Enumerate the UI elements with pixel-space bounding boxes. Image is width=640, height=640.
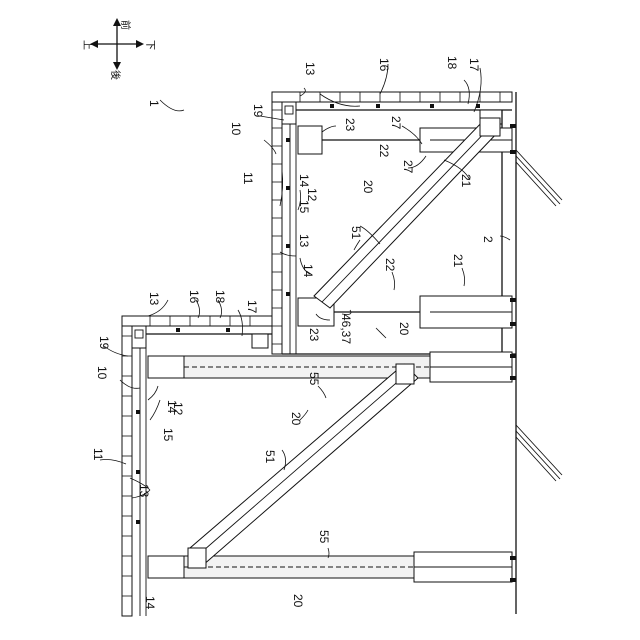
label-27-b: 27 bbox=[401, 160, 415, 174]
label-17-lower: 17 bbox=[245, 300, 259, 314]
label-55-upper: 55 bbox=[307, 372, 321, 386]
label-19-lower: 19 bbox=[97, 336, 111, 350]
label-20-a: 20 bbox=[361, 180, 375, 194]
label-13-d: 13 bbox=[137, 484, 151, 498]
label-16-lower: 16 bbox=[187, 290, 201, 304]
label-14-d: 14 bbox=[143, 596, 157, 610]
label-20-d: 20 bbox=[291, 594, 305, 608]
label-18-lower: 18 bbox=[213, 290, 227, 304]
label-23-a: 23 bbox=[343, 118, 357, 132]
compass-down: 下 bbox=[144, 40, 155, 50]
label-15-upper: 15 bbox=[297, 200, 311, 214]
label-22-b: 22 bbox=[383, 258, 397, 272]
label-13-b: 13 bbox=[297, 234, 311, 248]
label-18-upper: 18 bbox=[445, 56, 459, 70]
label-21-b: 21 bbox=[451, 254, 465, 268]
label-51-lower: 51 bbox=[263, 450, 277, 464]
label-27-a: 27 bbox=[389, 116, 403, 130]
upper-posts bbox=[298, 118, 512, 328]
label-22-a: 22 bbox=[377, 144, 391, 158]
label-1: 1 bbox=[147, 100, 161, 107]
label-51-upper: 51 bbox=[349, 226, 363, 240]
label-16-upper: 16 bbox=[377, 58, 391, 72]
ground-slopes bbox=[516, 150, 562, 481]
label-20-c: 20 bbox=[289, 412, 303, 426]
compass-up: 上 bbox=[81, 40, 93, 50]
compass-back: 後 bbox=[109, 70, 122, 80]
label-11-upper: 11 bbox=[241, 172, 255, 185]
label-14-c: 14 bbox=[165, 400, 179, 414]
label-23-b: 23 bbox=[307, 328, 321, 342]
label-2: 2 bbox=[481, 236, 495, 243]
label-55-lower: 55 bbox=[317, 530, 331, 544]
label-15-lower: 15 bbox=[161, 428, 175, 442]
lower-posts bbox=[148, 352, 512, 582]
label-14-a: 14 bbox=[297, 174, 311, 188]
label-20-b: 20 bbox=[397, 322, 411, 336]
orientation-compass: 前 後 上 下 bbox=[81, 18, 155, 80]
label-21-a: 21 bbox=[459, 174, 473, 188]
compass-front: 前 bbox=[119, 20, 132, 30]
label-19-upper: 19 bbox=[251, 104, 265, 118]
label-10-lower: 10 bbox=[95, 366, 109, 380]
label-13-a: 13 bbox=[303, 62, 317, 76]
label-17-upper: 17 bbox=[467, 58, 481, 72]
label-14-b: 14 bbox=[301, 264, 315, 278]
label-46-37: 46,37 bbox=[339, 314, 353, 344]
label-11-lower: 11 bbox=[91, 448, 105, 461]
label-10-upper: 10 bbox=[229, 122, 243, 136]
label-13-c: 13 bbox=[147, 292, 161, 306]
